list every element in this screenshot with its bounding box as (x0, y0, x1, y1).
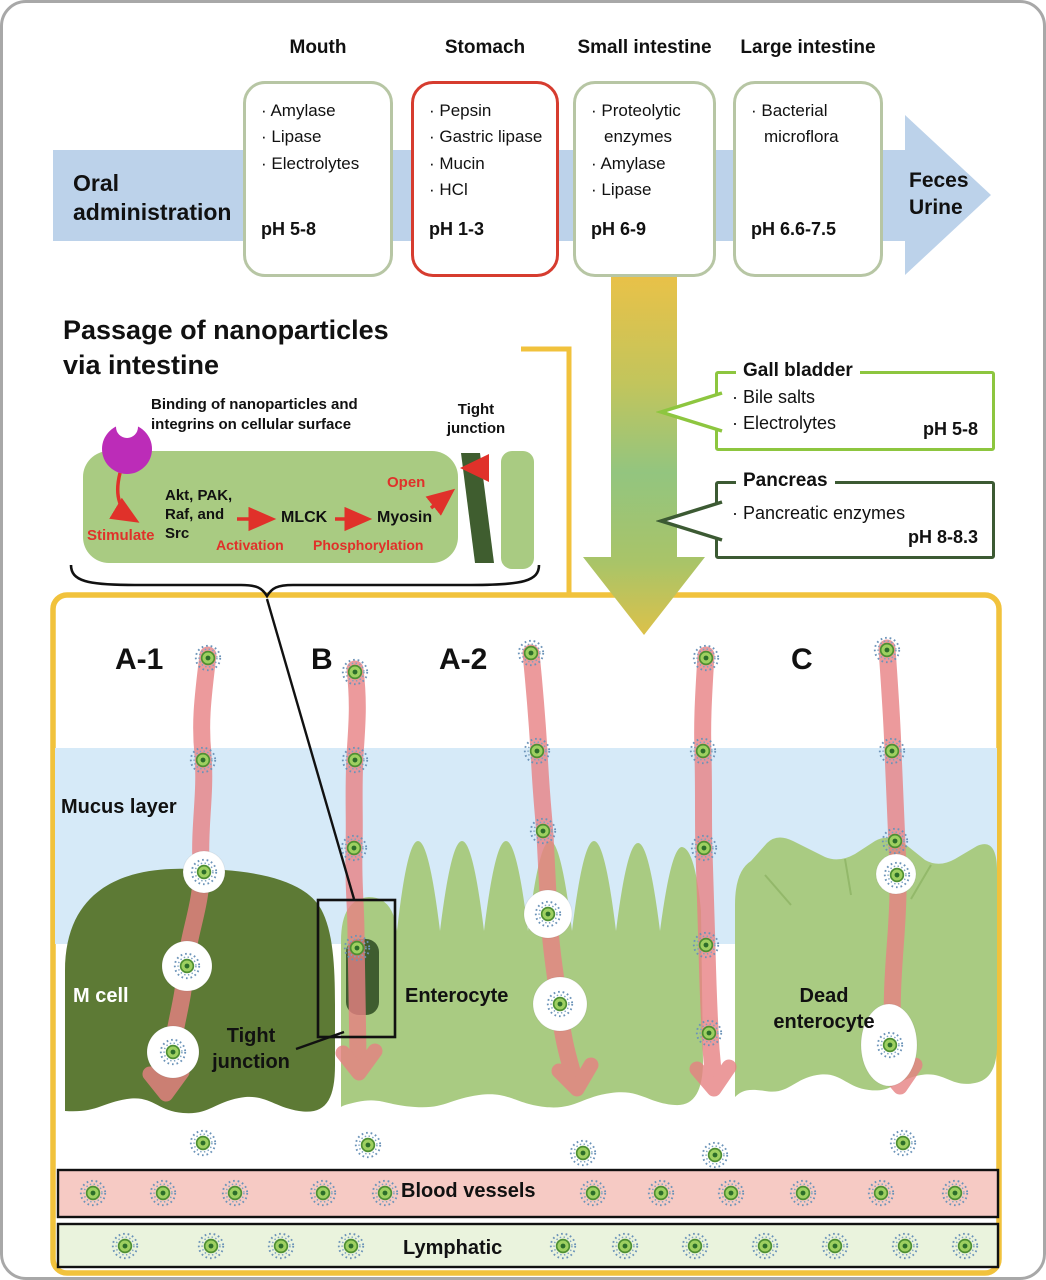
phosphorylation-label: Phosphorylation (313, 537, 424, 553)
mlck-label: MLCK (281, 509, 328, 526)
brace-to-box-connector (265, 598, 356, 900)
tight-junction-line: junction (212, 1051, 290, 1073)
binding-caption-line: Binding of nanoparticles and (151, 396, 358, 413)
kinases-line: Src (165, 524, 190, 542)
dead-enterocyte-label: Dead enterocyte (759, 983, 889, 1035)
feces-urine-label: Feces Urine (909, 167, 969, 222)
route-label-a2: A-2 (439, 643, 488, 676)
stage-item: · Amylase (261, 101, 336, 120)
tight-junction-line: junction (446, 419, 506, 437)
route-a1-head (142, 1064, 190, 1102)
pancreas-title: Pancreas (736, 470, 835, 492)
inset-junction-bar-light (501, 451, 534, 569)
panel-border-tab (521, 346, 572, 595)
digestion-flow-arrow (583, 275, 705, 635)
stage-ph: pH 5-8 (261, 219, 317, 239)
stage-item: · Amylase (591, 153, 666, 173)
route-c1-head (689, 1059, 737, 1097)
m-cell-label: M cell (73, 985, 129, 1007)
tight-junction-label: Tight junction (199, 1023, 303, 1075)
inset-junction-bar-dark (461, 453, 494, 563)
stage-item: · Gastric lipase (429, 127, 543, 147)
dead-enterocyte-line: Dead (799, 985, 849, 1007)
callout-item: · Pancreatic enzymes (732, 503, 906, 523)
stage-item: · Lipase (261, 127, 322, 147)
callout-tail-icon (656, 500, 723, 542)
stage-item: · Electrolytes (261, 153, 360, 173)
callout-ph: pH 8-8.3 (907, 527, 978, 547)
blood-vessels-band (56, 1168, 1000, 1219)
stimulate-arrow (109, 472, 140, 523)
callout-item: · Bile salts (732, 387, 816, 407)
integrin-icon (102, 424, 152, 474)
myosin-label: Myosin (377, 509, 433, 526)
activation-label: Activation (216, 537, 284, 553)
tight-junction-box (316, 898, 397, 1039)
binding-caption-line: integrins on cellular surface (151, 415, 352, 433)
mucus-layer-label: Mucus layer (61, 796, 177, 818)
panel-border (50, 592, 1002, 1276)
route-label-a1: A-1 (115, 643, 164, 676)
stage-item: · Pepsin (429, 101, 492, 120)
dead-enterocyte-shape (735, 837, 997, 1097)
stage-item: · Mucin (429, 153, 485, 173)
oral-administration-label: Oral administration (73, 170, 232, 225)
kinases-line: Akt, PAK, (165, 487, 233, 504)
stage-box-mouth: · Amylase · Lipase · Electrolytes pH 5-8 (243, 81, 393, 277)
binding-caption: Binding of nanoparticles and integrins o… (151, 395, 358, 434)
stage-item: · Proteolytic enzymes (591, 101, 681, 147)
stage-title-large-intestine: Large intestine (740, 37, 876, 58)
pancreas-callout: Pancreas · Pancreatic enzymes pH 8-8.3 (656, 470, 995, 559)
enterocyte-shape (341, 841, 703, 1108)
stage-title-stomach: Stomach (444, 37, 526, 58)
callout-item: · Electrolytes (732, 413, 837, 434)
enterocyte-label: Enterocyte (405, 985, 509, 1007)
stimulate-label: Stimulate (87, 527, 155, 544)
passage-title-line: Passage of nanoparticles (63, 315, 389, 345)
stage-ph: pH 1-3 (429, 219, 485, 239)
callout-ph: pH 5-8 (922, 419, 978, 439)
junction-open-arrow (460, 454, 489, 482)
dead-enterocyte-line: enterocyte (773, 1011, 875, 1033)
passage-title-line: via intestine (63, 349, 220, 380)
stage-box-stomach: · Pepsin · Gastric lipase · Mucin · HCl … (411, 81, 559, 277)
stage-box-small-intestine: · Proteolytic enzymes · Amylase · Lipase… (573, 81, 716, 277)
open-label: Open (387, 474, 426, 491)
m-cell-shape (65, 868, 335, 1114)
brace (69, 564, 541, 599)
open-arrow (425, 488, 456, 516)
stage-box-large-intestine: · Bacterial microflora pH 6.6-7.5 (733, 81, 883, 277)
passage-title: Passage of nanoparticles via intestine (63, 313, 389, 382)
labels-layer: Mouth Stomach Small intestine Large inte… (3, 3, 1043, 1277)
tight-junction-line: Tight (226, 1025, 276, 1047)
stage-item: · HCl (429, 180, 468, 200)
gall-bladder-callout: Gall bladder · Bile salts · Electrolytes… (656, 360, 995, 451)
stage-title-mouth: Mouth (289, 37, 347, 58)
kinases-label: Akt, PAK, Raf, and Src (165, 487, 232, 543)
blood-vessels-label: Blood vessels (401, 1180, 536, 1202)
tight-junction-pointer (295, 1030, 345, 1051)
stage-ph: pH 6-9 (591, 219, 647, 239)
lymphatic-label: Lymphatic (403, 1237, 503, 1259)
callout-tail-icon (656, 391, 723, 433)
route-b-head (335, 1043, 383, 1081)
route-label-b: B (311, 643, 333, 676)
stage-item: · Lipase (591, 180, 652, 200)
tight-junction-line: Tight (457, 401, 495, 418)
feces-label: Feces (909, 169, 969, 192)
inset-tight-junction-label: Tight junction (439, 401, 513, 439)
route-a2-head (551, 1057, 599, 1097)
integrin-notch (116, 416, 138, 438)
kinases-line: Raf, and (165, 505, 225, 523)
gall-bladder-title: Gall bladder (736, 360, 860, 382)
stage-item: · Bacterial microflora (751, 101, 839, 147)
stage-ph: pH 6.6-7.5 (751, 219, 837, 239)
dead-enterocyte-cracks (764, 858, 932, 906)
pathway-arrows (109, 472, 456, 532)
stage-title-small-intestine: Small intestine (577, 37, 712, 58)
route-label-c: C (791, 643, 813, 676)
urine-label: Urine (909, 196, 963, 220)
